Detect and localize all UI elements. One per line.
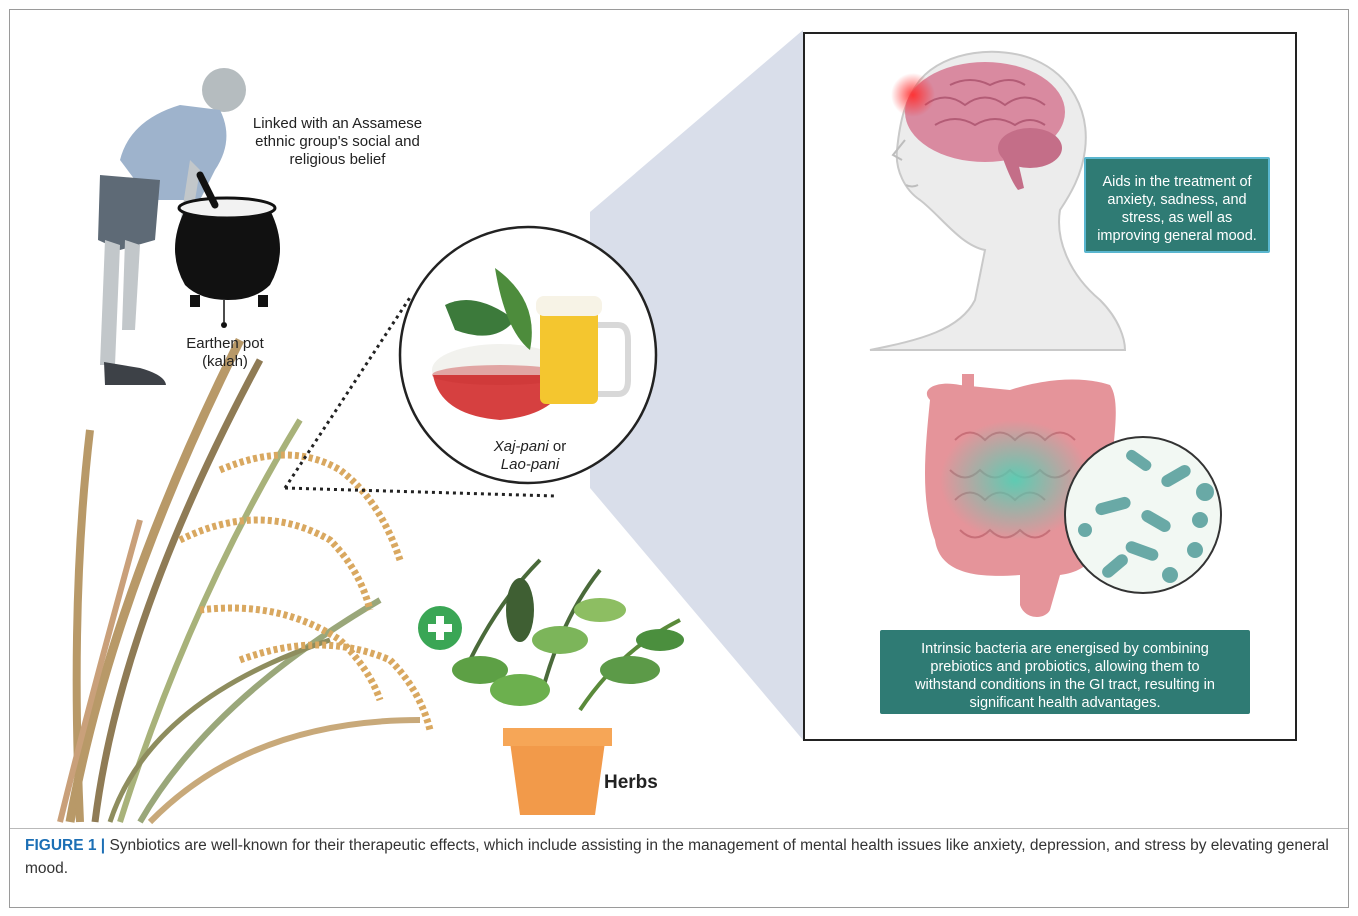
figure-caption: FIGURE 1 | Synbiotics are well-known for… [25,834,1335,880]
pot-label-line1: Earthen pot [175,335,275,353]
drink-name-2: Lao-pani [501,456,559,473]
brain-info-box: Aids in the treatment of anxiety, sadnes… [1084,157,1270,253]
drink-name-1: Xaj-pani [494,438,549,455]
belief-label: Linked with an Assamese ethnic group's s… [250,115,425,169]
plus-icon [418,606,462,650]
pot-label-line2: (kalah) [175,353,275,371]
rice-plant-icon [60,340,430,822]
caption-text: Synbiotics are well-known for their ther… [25,837,1329,877]
brain-highlight [891,73,935,117]
drink-label: Xaj-pani or Lao-pani [470,438,590,474]
gut-info-box: Intrinsic bacteria are energised by comb… [880,630,1250,714]
herbs-label: Herbs [604,772,658,794]
pot-label: Earthen pot (kalah) [175,335,275,371]
caption-divider [10,828,1348,829]
drink-or: or [549,438,567,455]
caption-prefix: FIGURE 1 | [25,837,105,854]
